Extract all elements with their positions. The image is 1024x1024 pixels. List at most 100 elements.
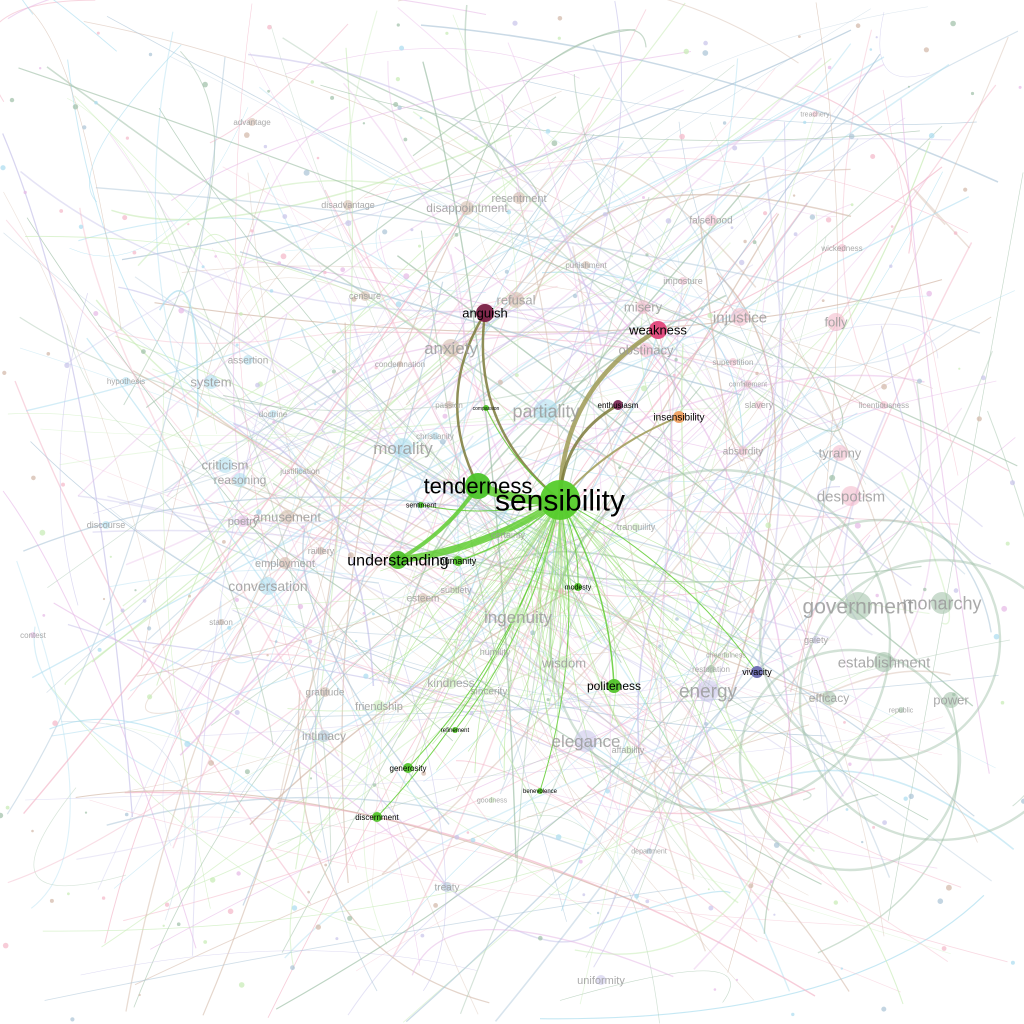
node-wickedness[interactable] bbox=[838, 244, 846, 252]
node-hypothesis[interactable] bbox=[122, 377, 130, 385]
node-monarchy[interactable] bbox=[931, 592, 953, 614]
node-government[interactable] bbox=[844, 592, 872, 620]
node-politeness[interactable] bbox=[607, 679, 621, 693]
node-slavery[interactable] bbox=[755, 401, 763, 409]
node-affability[interactable] bbox=[624, 746, 632, 754]
node-refusal[interactable] bbox=[508, 292, 524, 308]
node-friendship[interactable] bbox=[373, 700, 385, 712]
background-edge bbox=[812, 450, 992, 633]
node-absurdity[interactable] bbox=[738, 446, 748, 456]
node-anguish[interactable] bbox=[476, 304, 494, 322]
node-passion[interactable] bbox=[445, 401, 453, 409]
node-humanity[interactable] bbox=[453, 556, 463, 566]
node-gratitude[interactable] bbox=[320, 687, 330, 697]
node-intimacy[interactable] bbox=[318, 730, 330, 742]
node-cheerfulness[interactable] bbox=[723, 652, 729, 658]
node-imposture[interactable] bbox=[679, 277, 687, 285]
node-ingenuity[interactable] bbox=[508, 607, 528, 627]
node-tyranny[interactable] bbox=[832, 445, 848, 461]
node-falsehood[interactable] bbox=[705, 214, 717, 226]
node-licentiousness[interactable] bbox=[880, 401, 888, 409]
node-refinement[interactable] bbox=[452, 727, 458, 733]
node-efficacy[interactable] bbox=[822, 691, 836, 705]
node-poetry[interactable] bbox=[237, 515, 249, 527]
node-assertion[interactable] bbox=[243, 355, 253, 365]
background-edge bbox=[125, 57, 823, 566]
node-doctrine[interactable] bbox=[269, 410, 277, 418]
node-injustice[interactable] bbox=[731, 308, 749, 326]
background-edge bbox=[387, 60, 534, 212]
node-esteem[interactable] bbox=[418, 593, 428, 603]
node-punishment[interactable] bbox=[582, 261, 590, 269]
node-elegance[interactable] bbox=[575, 730, 597, 752]
node-tenderness[interactable] bbox=[465, 473, 491, 499]
node-tranquility[interactable] bbox=[632, 523, 640, 531]
node-disappointment[interactable] bbox=[460, 201, 474, 215]
node-misery[interactable] bbox=[636, 300, 650, 314]
background-edge bbox=[97, 285, 558, 344]
node-power[interactable] bbox=[943, 692, 959, 708]
node-censure[interactable] bbox=[360, 291, 370, 301]
node-amusement[interactable] bbox=[280, 510, 294, 524]
background-dot bbox=[557, 36, 561, 40]
node-obstinacy[interactable] bbox=[639, 343, 653, 357]
node-condemnation[interactable] bbox=[397, 361, 403, 367]
node-reasoning[interactable] bbox=[233, 473, 247, 487]
node-conversation[interactable] bbox=[259, 577, 277, 595]
node-humility[interactable] bbox=[491, 648, 499, 656]
node-anxiety[interactable] bbox=[442, 339, 460, 357]
node-treachery[interactable] bbox=[812, 111, 818, 117]
node-discourse[interactable] bbox=[102, 521, 110, 529]
node-raillery[interactable] bbox=[317, 547, 325, 555]
node-weakness[interactable] bbox=[649, 321, 667, 339]
node-gaiety[interactable] bbox=[812, 636, 820, 644]
node-insensibility[interactable] bbox=[673, 411, 685, 423]
node-kindness[interactable] bbox=[445, 677, 457, 689]
node-treaty[interactable] bbox=[442, 882, 452, 892]
node-resentment[interactable] bbox=[513, 192, 525, 204]
node-contest[interactable] bbox=[30, 632, 36, 638]
node-energy[interactable] bbox=[697, 680, 719, 702]
background-dot bbox=[732, 145, 738, 151]
node-wisdom[interactable] bbox=[557, 656, 571, 670]
node-understanding[interactable] bbox=[389, 551, 407, 569]
node-folly[interactable] bbox=[827, 313, 845, 331]
node-christianity[interactable] bbox=[431, 432, 439, 440]
node-republic[interactable] bbox=[898, 707, 904, 713]
node-superstition[interactable] bbox=[729, 358, 737, 366]
label-conversation: conversation bbox=[228, 578, 307, 594]
node-benevolence[interactable] bbox=[537, 788, 543, 794]
background-edge bbox=[121, 29, 852, 261]
node-partiality[interactable] bbox=[534, 399, 558, 423]
background-edge bbox=[403, 661, 885, 1023]
node-station[interactable] bbox=[218, 619, 224, 625]
node-system[interactable] bbox=[204, 375, 218, 389]
node-sentiment[interactable] bbox=[418, 502, 424, 508]
node-establishment[interactable] bbox=[874, 652, 894, 672]
node-restoration[interactable] bbox=[707, 665, 715, 673]
node-disadvantage[interactable] bbox=[343, 200, 353, 210]
node-employment[interactable] bbox=[279, 557, 291, 569]
node-department[interactable] bbox=[646, 848, 652, 854]
node-advantage[interactable] bbox=[248, 118, 256, 126]
node-modesty[interactable] bbox=[574, 583, 582, 591]
node-sensibility[interactable] bbox=[540, 480, 580, 520]
node-goodness[interactable] bbox=[489, 797, 495, 803]
node-despotism[interactable] bbox=[841, 486, 861, 506]
node-uniformity[interactable] bbox=[596, 975, 606, 985]
node-vivacity[interactable] bbox=[751, 666, 763, 678]
node-confinement[interactable] bbox=[744, 380, 752, 388]
node-compassion[interactable] bbox=[483, 405, 489, 411]
node-justification[interactable] bbox=[297, 468, 303, 474]
node-generosity[interactable] bbox=[403, 763, 413, 773]
background-edge bbox=[442, 499, 561, 576]
node-enthusiasm[interactable] bbox=[613, 400, 623, 410]
node-morality[interactable] bbox=[393, 438, 413, 458]
node-certainty[interactable] bbox=[504, 531, 512, 539]
node-subtlety[interactable] bbox=[452, 586, 460, 594]
background-dot bbox=[928, 132, 935, 139]
background-dot bbox=[132, 250, 137, 255]
node-criticism[interactable] bbox=[217, 457, 233, 473]
node-sincerity[interactable] bbox=[485, 687, 493, 695]
node-discernment[interactable] bbox=[372, 812, 382, 822]
